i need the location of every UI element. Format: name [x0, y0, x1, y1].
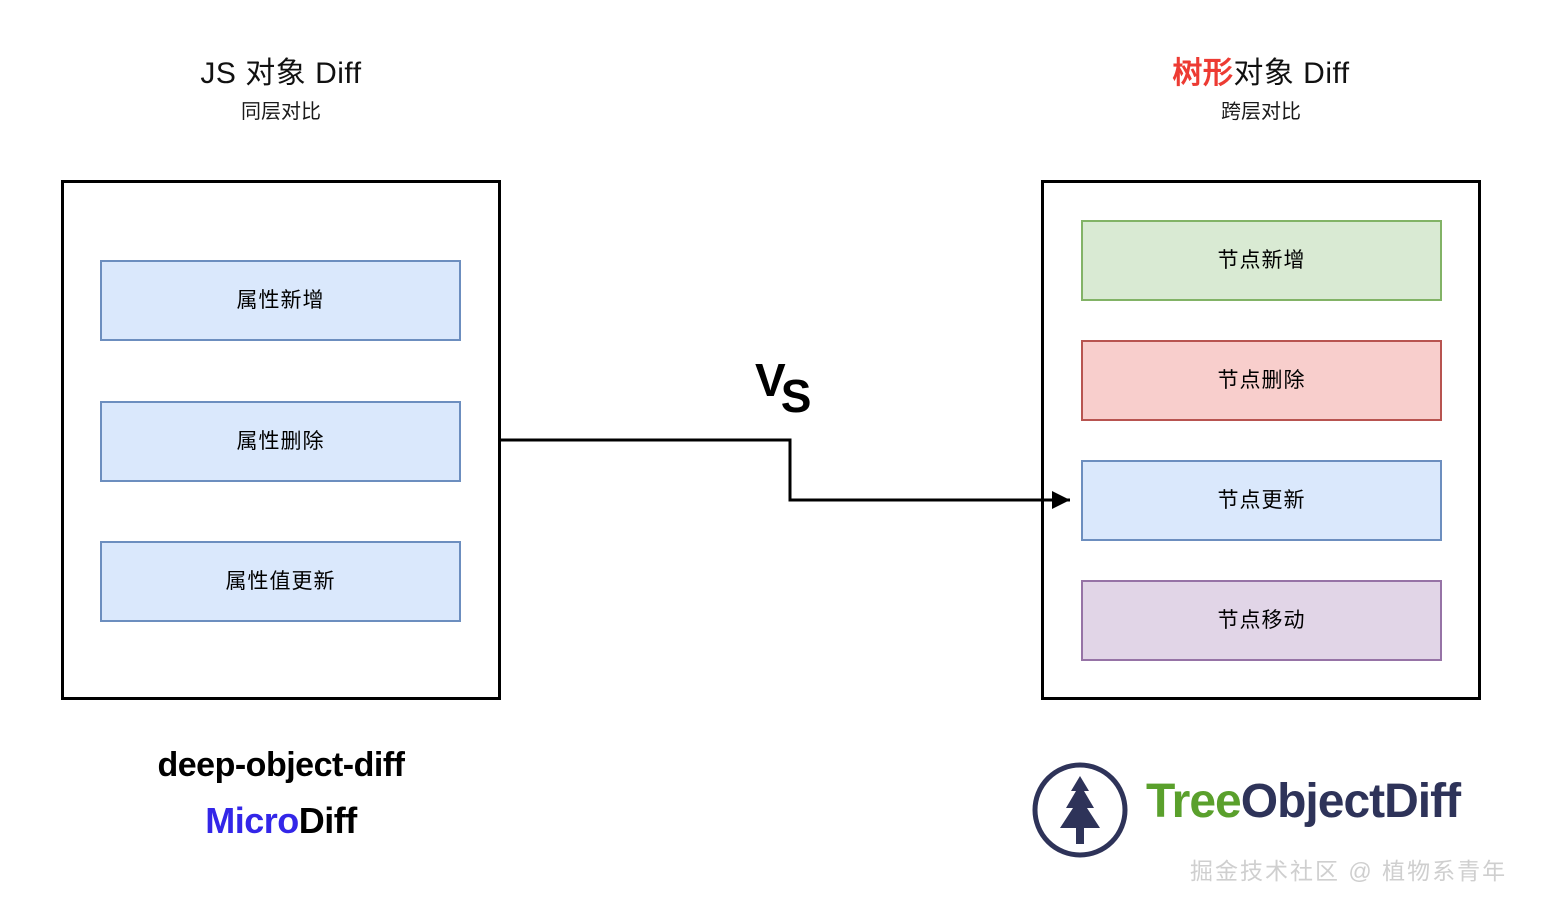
left-item-label: 属性值更新: [225, 570, 336, 593]
right-item-node-move[interactable]: 节点移动: [1081, 580, 1442, 661]
left-item-attribute-delete[interactable]: 属性删除: [100, 401, 461, 482]
watermark-text: 掘金技术社区 @ 植物系青年: [1190, 858, 1508, 884]
right-title-accent: 树形: [1172, 57, 1234, 90]
right-column-subtitle: 跨层对比: [1221, 101, 1301, 123]
left-item-attribute-update[interactable]: 属性值更新: [100, 541, 461, 622]
brand-microdiff-accent: Micro: [205, 800, 299, 841]
left-item-label: 属性新增: [236, 289, 325, 312]
right-item-node-add[interactable]: 节点新增: [1081, 220, 1442, 301]
brand-microdiff: MicroDiff: [61, 800, 501, 842]
versus-v: V: [755, 354, 786, 406]
right-item-label: 节点删除: [1217, 369, 1306, 392]
brand-microdiff-rest: Diff: [298, 800, 357, 841]
right-item-label: 节点更新: [1217, 489, 1306, 512]
right-item-label: 节点移动: [1217, 609, 1306, 632]
logo-wordmark: TreeObjectDiff: [1146, 775, 1461, 828]
left-item-attribute-add[interactable]: 属性新增: [100, 260, 461, 341]
pine-tree-circle-icon: [1032, 762, 1128, 858]
brand-deep-object-diff: deep-object-diff: [157, 746, 405, 784]
left-item-label: 属性删除: [236, 430, 325, 453]
logo-wordmark-objectdiff: ObjectDiff: [1240, 775, 1461, 828]
right-title-rest: 对象 Diff: [1233, 57, 1350, 90]
left-column-subtitle: 同层对比: [241, 101, 321, 123]
right-column-title: 树形对象 Diff: [1041, 48, 1481, 92]
versus-s: S: [780, 370, 812, 422]
left-column-title: JS 对象 Diff: [200, 57, 362, 90]
right-item-node-update[interactable]: 节点更新: [1081, 460, 1442, 541]
logo-wordmark-tree: Tree: [1146, 775, 1242, 828]
treeobjectdiff-logo: TreeObjectDiff: [1030, 760, 1510, 870]
right-item-node-delete[interactable]: 节点删除: [1081, 340, 1442, 421]
versus-label: VS: [755, 354, 814, 419]
right-item-label: 节点新增: [1217, 249, 1306, 272]
connector-arrow-icon: [500, 438, 1070, 509]
